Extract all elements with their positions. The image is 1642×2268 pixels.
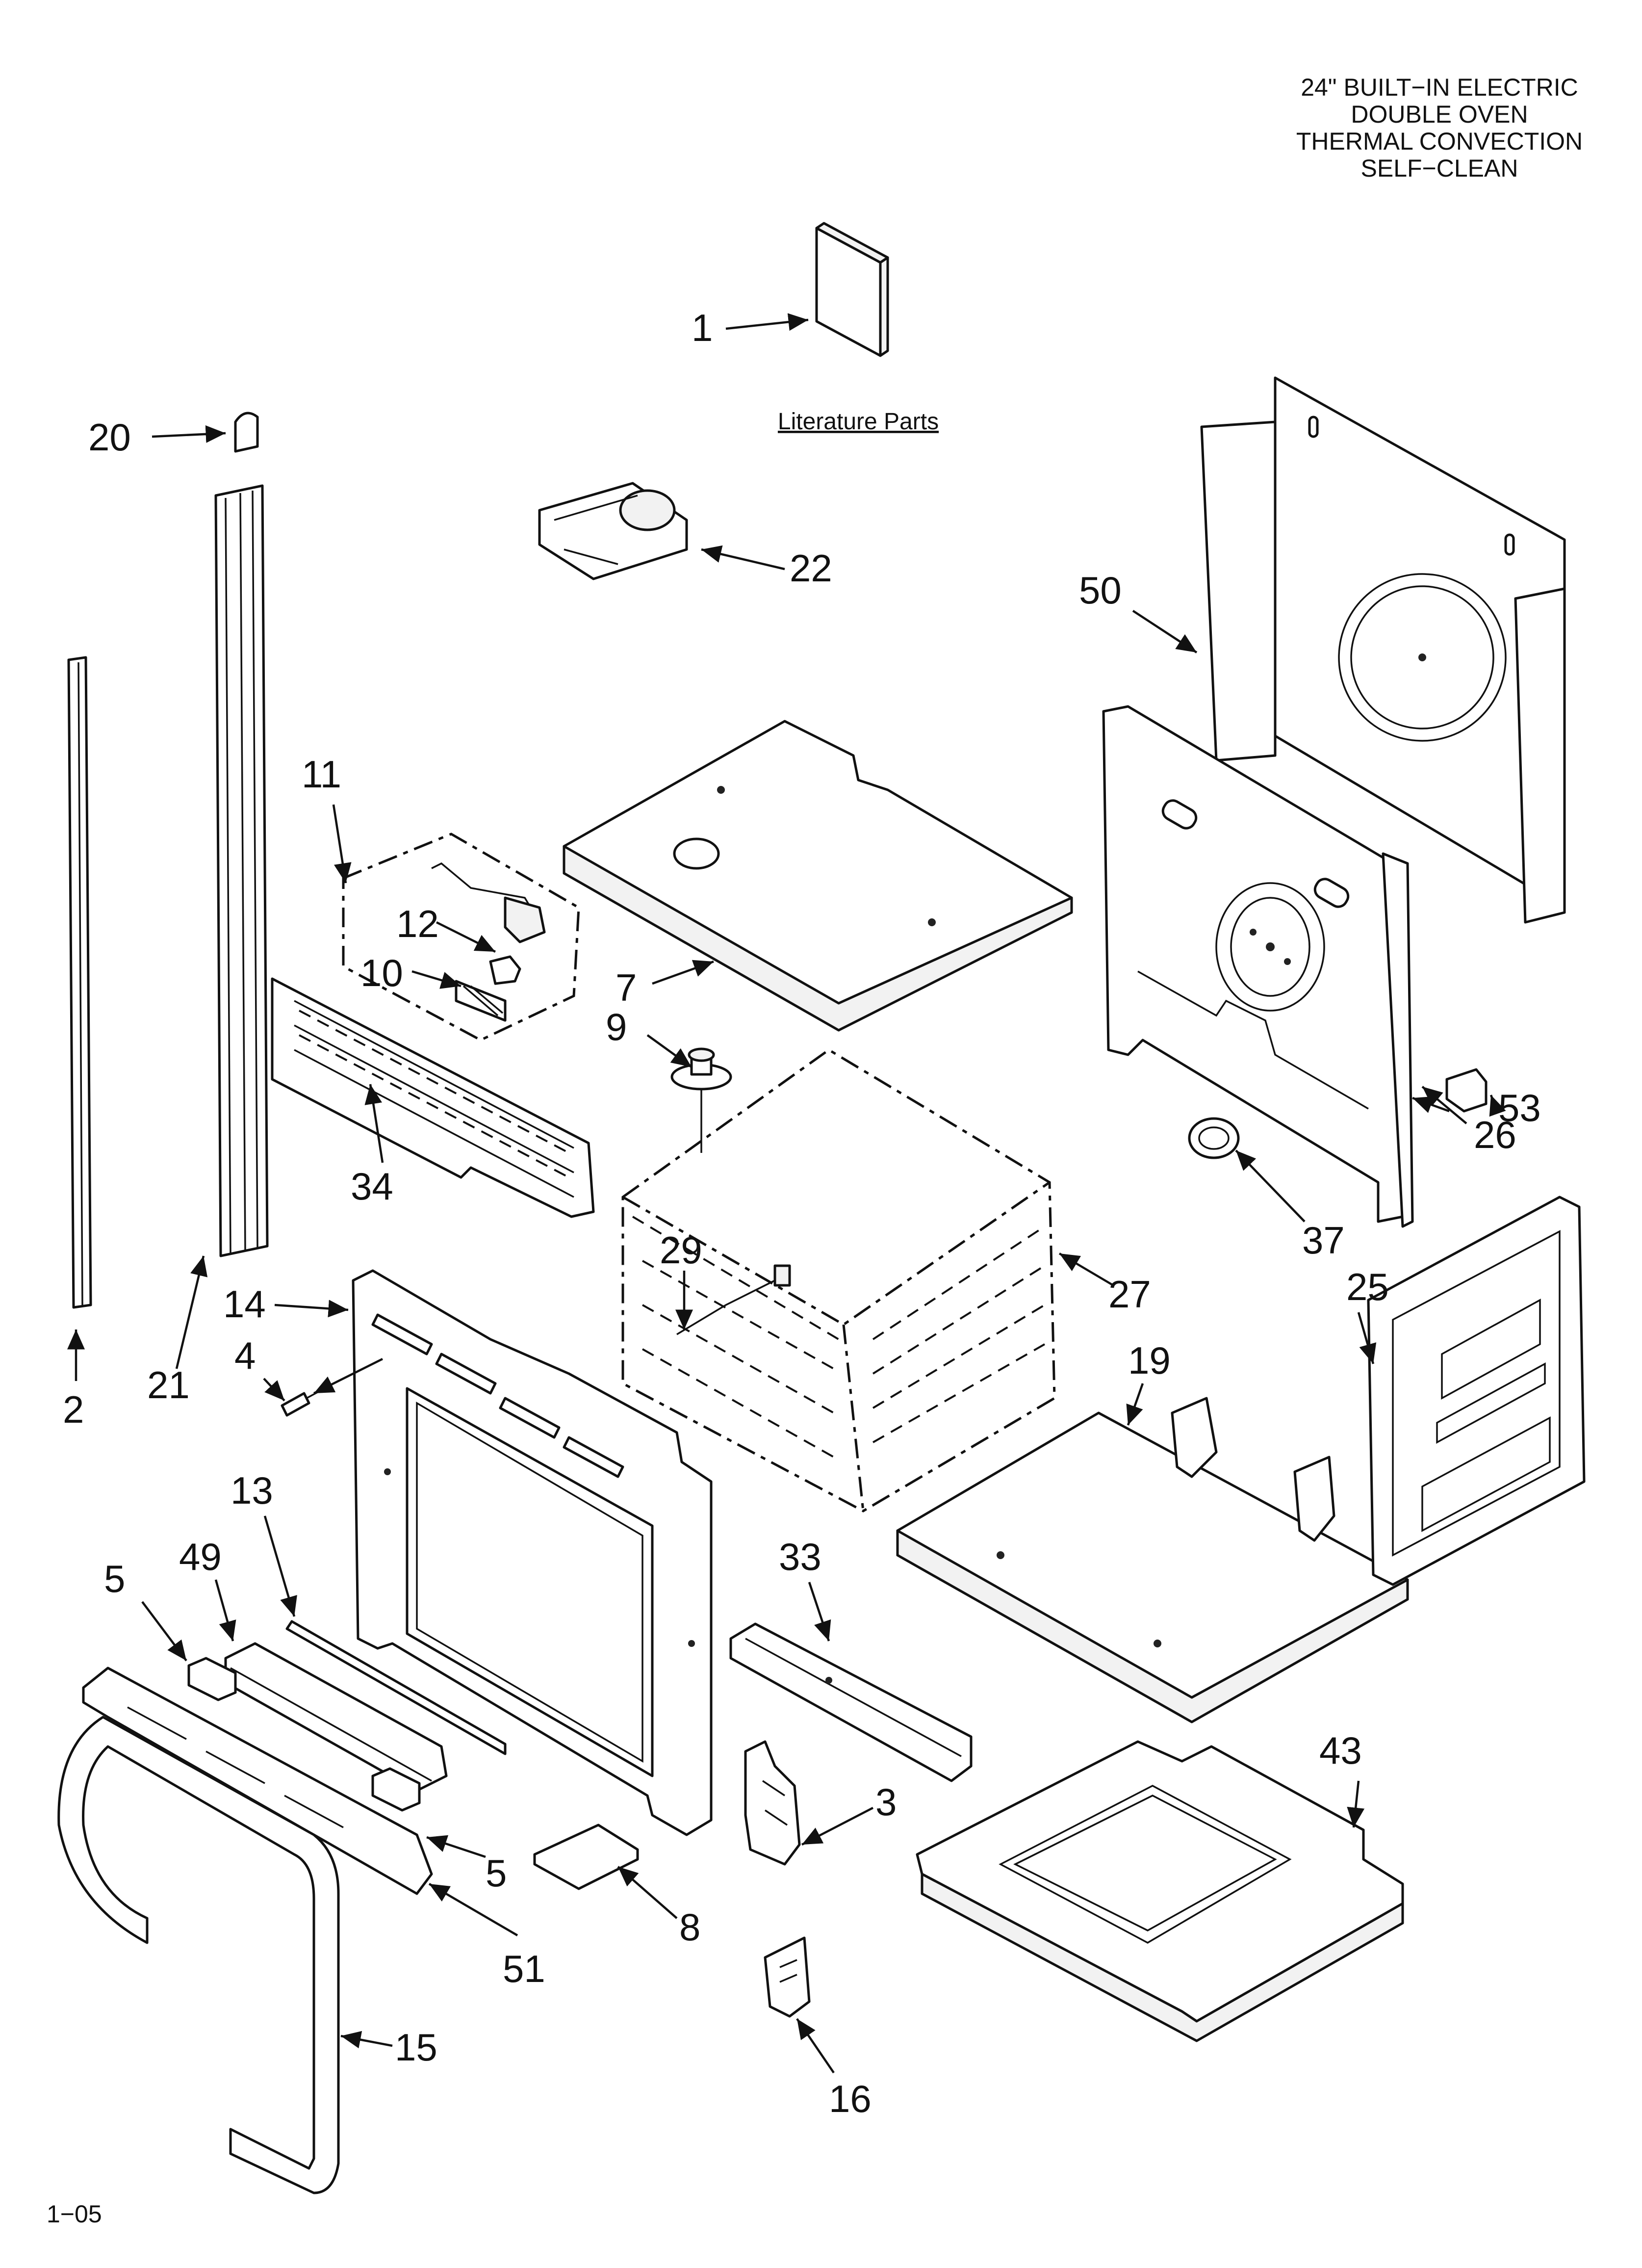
part-25-side-panel: [1367, 1196, 1586, 1586]
part-19-bottom-cover: [896, 1397, 1409, 1723]
callout-51: 51: [503, 1947, 545, 1990]
callout-16: 16: [829, 2077, 872, 2120]
callout-11: 11: [302, 753, 341, 796]
callout-labels: 1 20 22 50 11 12 10 7 9 34 53 26 37 27 2…: [63, 306, 1541, 2120]
callout-13: 13: [231, 1469, 273, 1512]
diagram-header: 24" BUILT−IN ELECTRIC DOUBLE OVEN THERMA…: [1296, 74, 1583, 182]
part-29-sensor: [676, 1264, 791, 1335]
callout-27: 27: [1108, 1273, 1151, 1316]
callout-49: 49: [179, 1535, 222, 1578]
part-1-literature: [815, 222, 889, 357]
leader-lines: [67, 313, 1506, 2074]
callout-29: 29: [660, 1228, 702, 1272]
callout-5-lower: 5: [486, 1851, 507, 1895]
callout-21: 21: [147, 1363, 190, 1407]
callout-2: 2: [63, 1388, 84, 1431]
callout-8: 8: [679, 1905, 700, 1949]
part-26-rear-frame: [1102, 705, 1414, 1228]
part-15-gasket: [57, 1716, 340, 2194]
callout-4: 4: [234, 1334, 256, 1377]
part-3-bracket: [744, 1740, 801, 1866]
part-51-front-trim: [82, 1667, 433, 1895]
header-line-4: SELF−CLEAN: [1361, 155, 1518, 182]
callout-43: 43: [1319, 1729, 1362, 1772]
callout-10: 10: [360, 951, 403, 994]
part-2-trim: [67, 656, 92, 1309]
callout-19: 19: [1128, 1339, 1171, 1382]
callout-25: 25: [1346, 1265, 1389, 1308]
literature-parts-label: Literature Parts: [778, 409, 939, 435]
part-21-side-trim: [214, 484, 269, 1257]
callout-3: 3: [875, 1780, 897, 1824]
header-line-1: 24" BUILT−IN ELECTRIC: [1301, 74, 1578, 101]
part-7-top-panel: [563, 720, 1073, 1032]
part-8-plate: [533, 1824, 639, 1890]
part-5-block-lower: [371, 1767, 421, 1812]
part-43-base-pan: [916, 1740, 1404, 2042]
callout-20: 20: [88, 416, 131, 459]
part-9-thermal-device: [670, 1047, 732, 1153]
part-53-clip: [1445, 1068, 1488, 1113]
part-11-light-assembly: [342, 833, 580, 1042]
part-37-gasket: [1188, 1117, 1240, 1159]
header-line-3: THERMAL CONVECTION: [1296, 128, 1583, 155]
callout-14: 14: [223, 1282, 266, 1326]
part-14-front-frame: [352, 1269, 713, 1836]
callout-50: 50: [1079, 569, 1122, 612]
part-34-vent-grille: [271, 977, 595, 1218]
callout-15: 15: [395, 2026, 437, 2069]
header-line-2: DOUBLE OVEN: [1351, 101, 1528, 128]
callout-22: 22: [790, 547, 832, 590]
part-50-back-panel: [1200, 376, 1566, 924]
part-33-rail: [729, 1622, 973, 1782]
part-5-block-upper: [187, 1657, 237, 1701]
part-16-small-bracket: [764, 1936, 811, 2018]
callout-1: 1: [692, 306, 713, 349]
footer-code: 1−05: [47, 2200, 102, 2228]
callout-26: 26: [1474, 1113, 1516, 1156]
callout-33: 33: [779, 1535, 821, 1578]
callout-12: 12: [396, 902, 439, 945]
callout-53: 53: [1498, 1086, 1541, 1129]
callout-7: 7: [616, 966, 637, 1009]
part-27-oven-cavity: [621, 1048, 1056, 1512]
callout-9: 9: [606, 1005, 627, 1048]
callout-37: 37: [1302, 1219, 1345, 1262]
part-13-strip: [285, 1620, 507, 1755]
part-20-cap: [234, 412, 259, 453]
callout-34: 34: [351, 1165, 393, 1208]
part-22-motor-assembly: [538, 482, 688, 580]
callout-5-upper: 5: [104, 1557, 125, 1600]
